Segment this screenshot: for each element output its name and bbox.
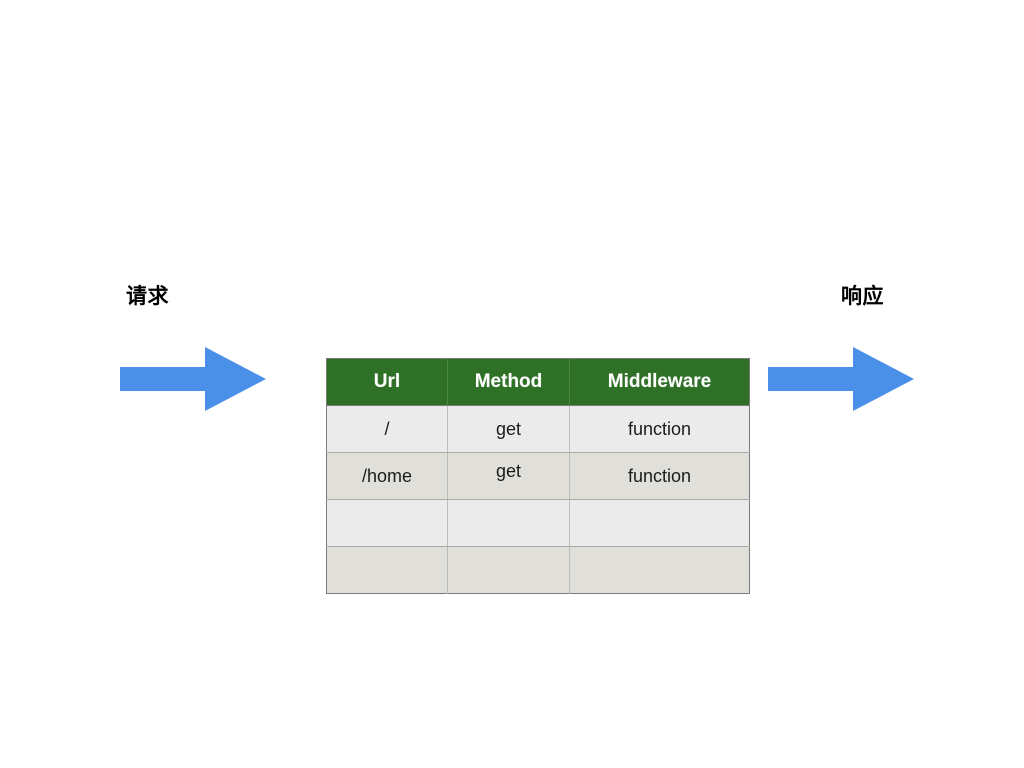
column-header-url: Url — [326, 358, 448, 406]
request-arrow-right-icon — [120, 347, 266, 411]
column-header-middleware: Middleware — [569, 358, 750, 406]
cell-method — [447, 546, 570, 594]
response-arrow-right-icon — [768, 347, 914, 411]
cell-url: / — [326, 405, 448, 453]
request-label: 请求 — [126, 284, 169, 308]
table-row — [326, 546, 750, 594]
table-header-row: Url Method Middleware — [326, 358, 750, 406]
cell-middleware: function — [569, 405, 750, 453]
cell-method: get — [447, 452, 570, 500]
routes-table: Url Method Middleware / get function /ho… — [326, 358, 750, 594]
cell-url: /home — [326, 452, 448, 500]
cell-url — [326, 546, 448, 594]
table-row — [326, 499, 750, 547]
table-row: /home get function — [326, 452, 750, 500]
column-header-method: Method — [447, 358, 570, 406]
cell-middleware: function — [569, 452, 750, 500]
response-label: 响应 — [841, 284, 884, 308]
cell-method: get — [447, 405, 570, 453]
cell-method — [447, 499, 570, 547]
cell-url — [326, 499, 448, 547]
table-row: / get function — [326, 405, 750, 453]
cell-middleware — [569, 499, 750, 547]
cell-method-text: get — [495, 460, 522, 481]
cell-middleware — [569, 546, 750, 594]
